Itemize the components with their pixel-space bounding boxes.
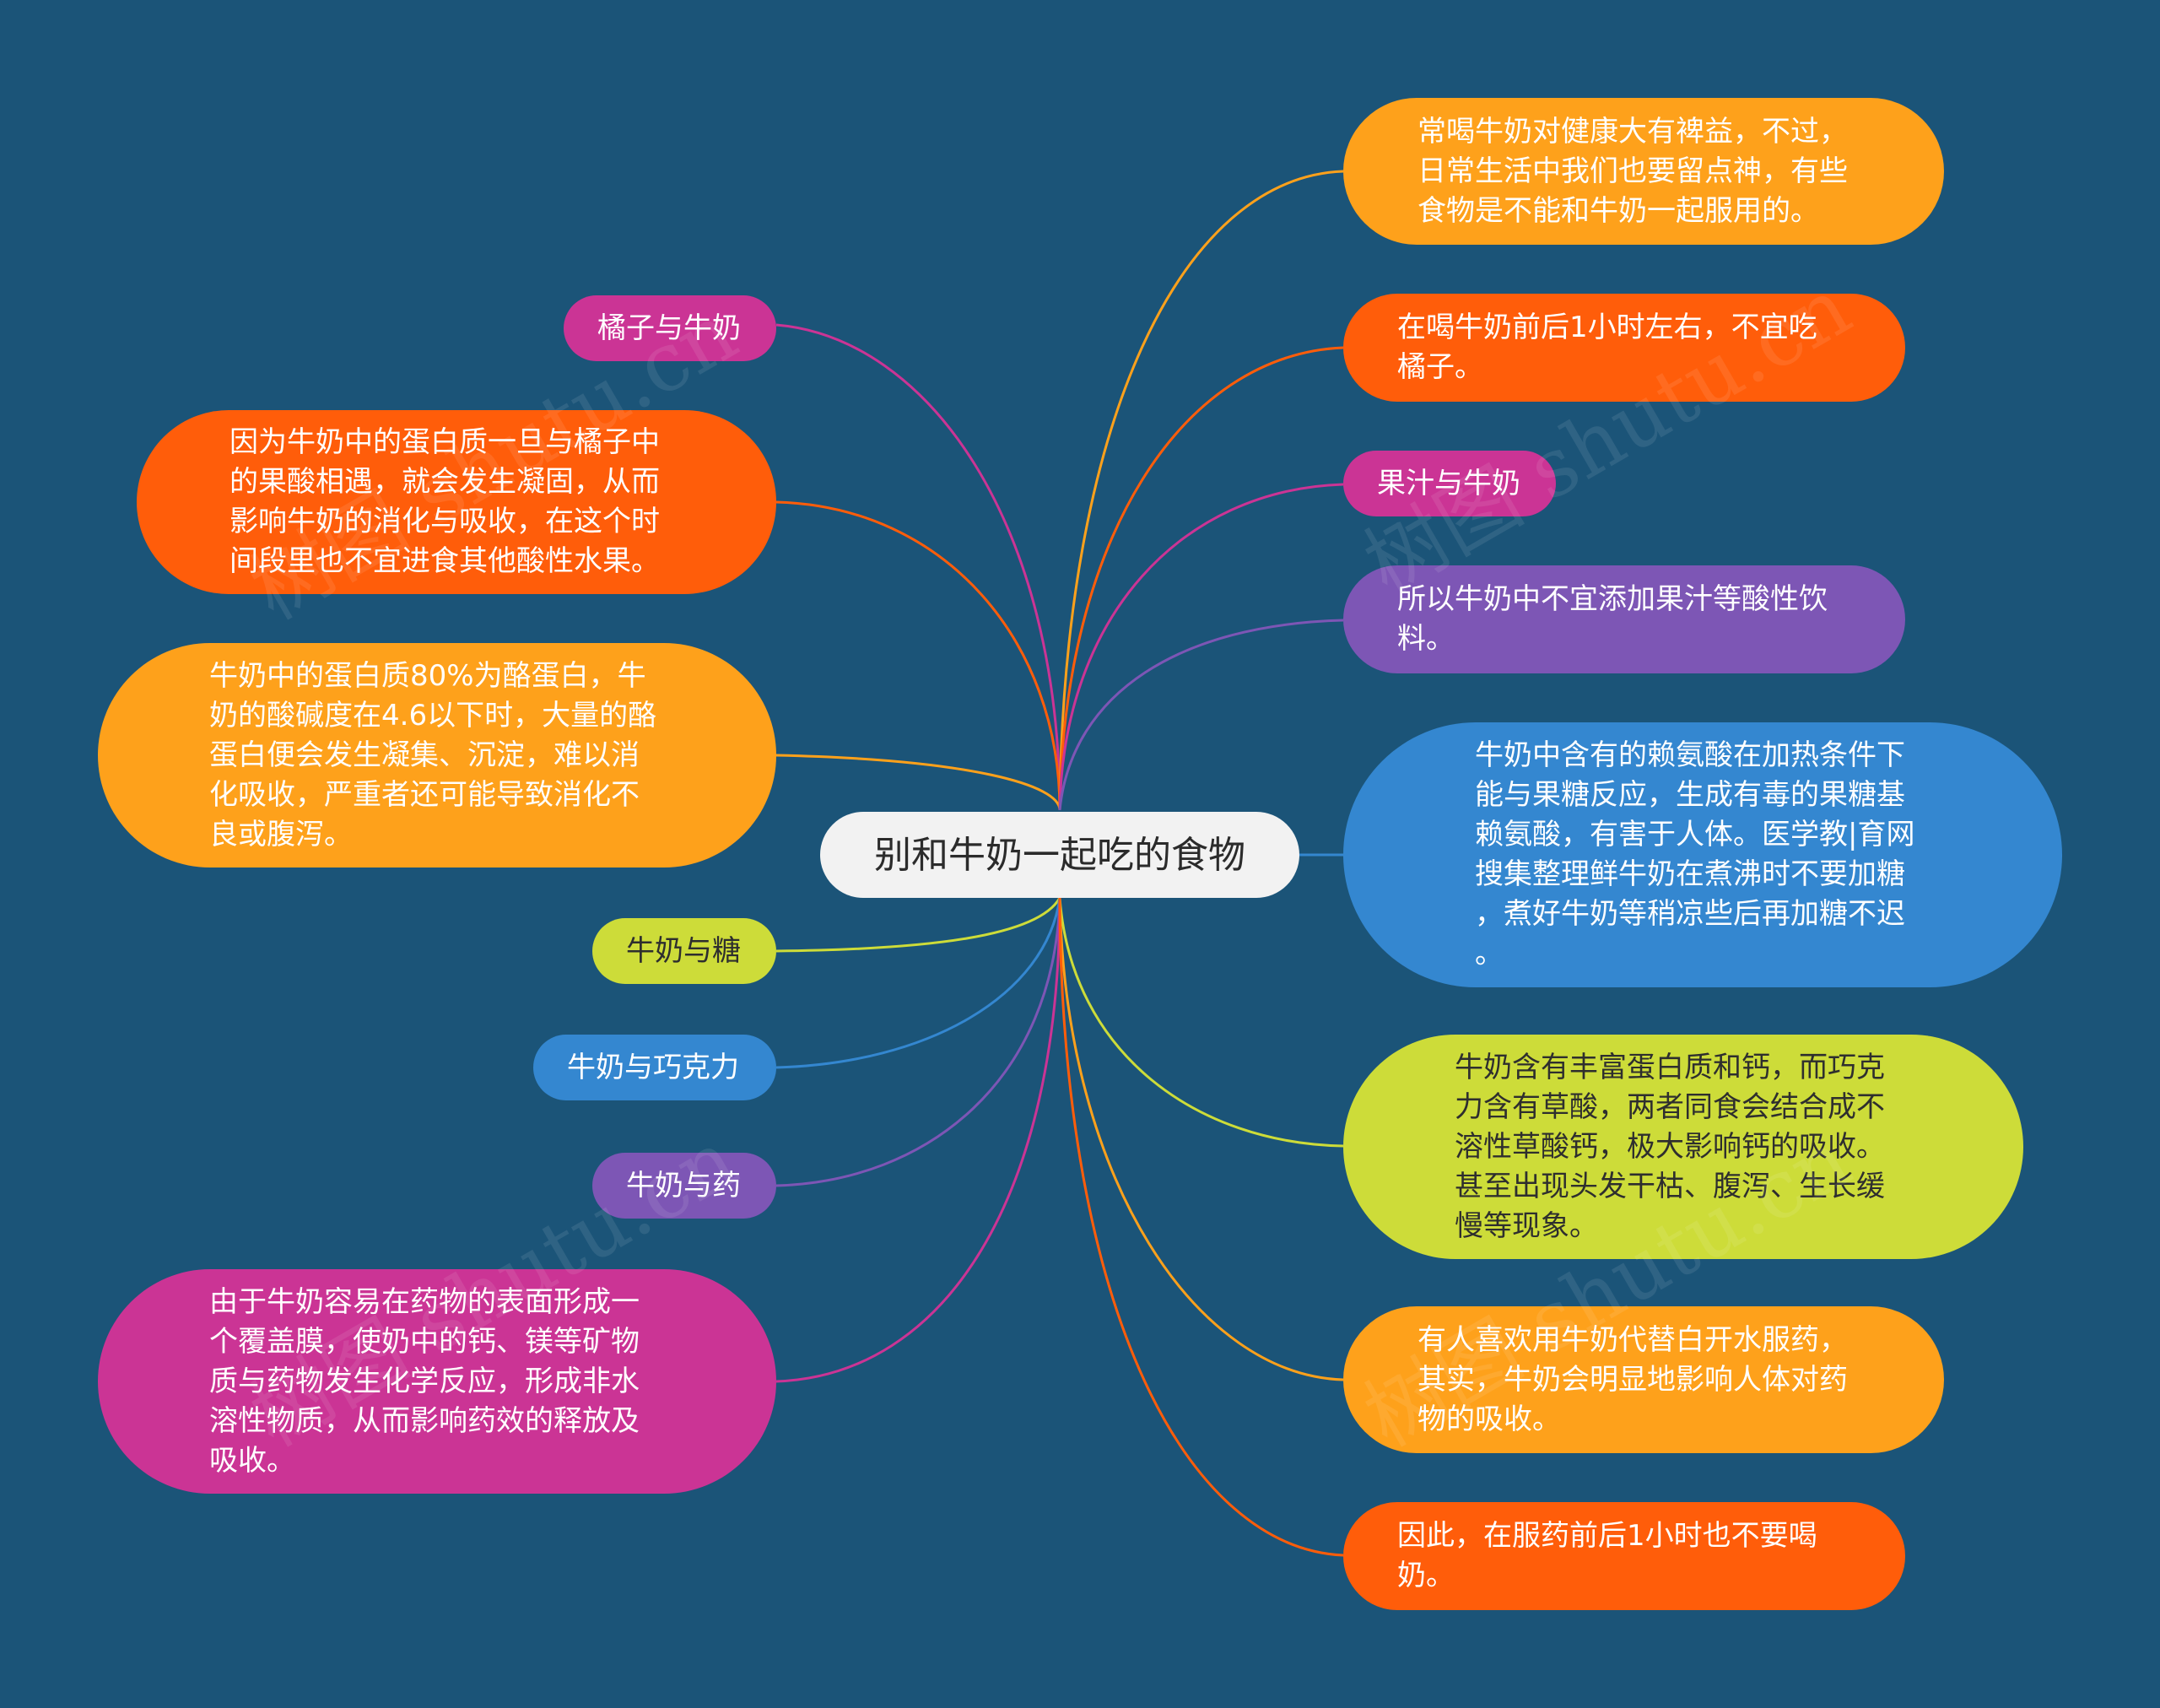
- connector-intro: [1058, 170, 1344, 811]
- note-medicine-reason[interactable]: 由于牛奶容易在药物的表面形成一 个覆盖膜，使奶中的钙、镁等矿物 质与药物发生化学…: [98, 1269, 776, 1494]
- connector-medicine-timing: [1058, 897, 1344, 1557]
- connector-chocolate-note: [1058, 897, 1344, 1148]
- note-orange-reason[interactable]: 因为牛奶中的蛋白质一旦与橘子中 的果酸相遇，就会发生凝固，从而 影响牛奶的消化与…: [137, 410, 776, 594]
- connector-juice: [1058, 483, 1344, 811]
- connector-orange-milk: [775, 323, 1061, 811]
- connector-sugar: [775, 897, 1061, 953]
- note-intro[interactable]: 常喝牛奶对健康大有裨益，不过， 日常生活中我们也要留点神，有些 食物是不能和牛奶…: [1343, 98, 1944, 245]
- root-topic[interactable]: 别和牛奶一起吃的食物: [820, 812, 1299, 898]
- connector-orange-reason: [775, 500, 1061, 811]
- note-sugar-reaction[interactable]: 牛奶中含有的赖氨酸在加热条件下 能与果糖反应，生成有毒的果糖基 赖氨酸，有害于人…: [1343, 722, 2062, 987]
- connector-medicine: [775, 897, 1061, 1187]
- note-casein[interactable]: 牛奶中的蛋白质80%为酪蛋白，牛 奶的酸碱度在4.6以下时，大量的酪 蛋白便会发…: [98, 643, 776, 868]
- note-chocolate[interactable]: 牛奶含有丰富蛋白质和钙，而巧克 力含有草酸，两者同食会结合成不 溶性草酸钙，极大…: [1343, 1035, 2023, 1259]
- branch-orange-and-milk[interactable]: 橘子与牛奶: [564, 295, 776, 361]
- branch-milk-and-sugar[interactable]: 牛奶与糖: [592, 918, 776, 984]
- connector-casein: [775, 754, 1061, 811]
- note-medicine-habit[interactable]: 有人喜欢用牛奶代替白开水服药， 其实，牛奶会明显地影响人体对药 物的吸收。: [1343, 1306, 1944, 1453]
- note-orange-timing[interactable]: 在喝牛奶前后1小时左右，不宜吃 橘子。: [1343, 294, 1905, 402]
- connector-juice-note: [1058, 619, 1344, 811]
- connector-chocolate: [775, 897, 1061, 1069]
- branch-milk-and-medicine[interactable]: 牛奶与药: [592, 1153, 776, 1219]
- branch-juice-and-milk[interactable]: 果汁与牛奶: [1343, 451, 1556, 516]
- note-medicine-timing[interactable]: 因此，在服药前后1小时也不要喝 奶。: [1343, 1502, 1905, 1610]
- connector-medicine-reason: [775, 897, 1061, 1383]
- branch-milk-and-chocolate[interactable]: 牛奶与巧克力: [533, 1035, 776, 1100]
- connector-medicine-habit: [1058, 897, 1344, 1381]
- connector-orange-timing: [1058, 346, 1344, 811]
- note-juice[interactable]: 所以牛奶中不宜添加果汁等酸性饮 料。: [1343, 565, 1905, 673]
